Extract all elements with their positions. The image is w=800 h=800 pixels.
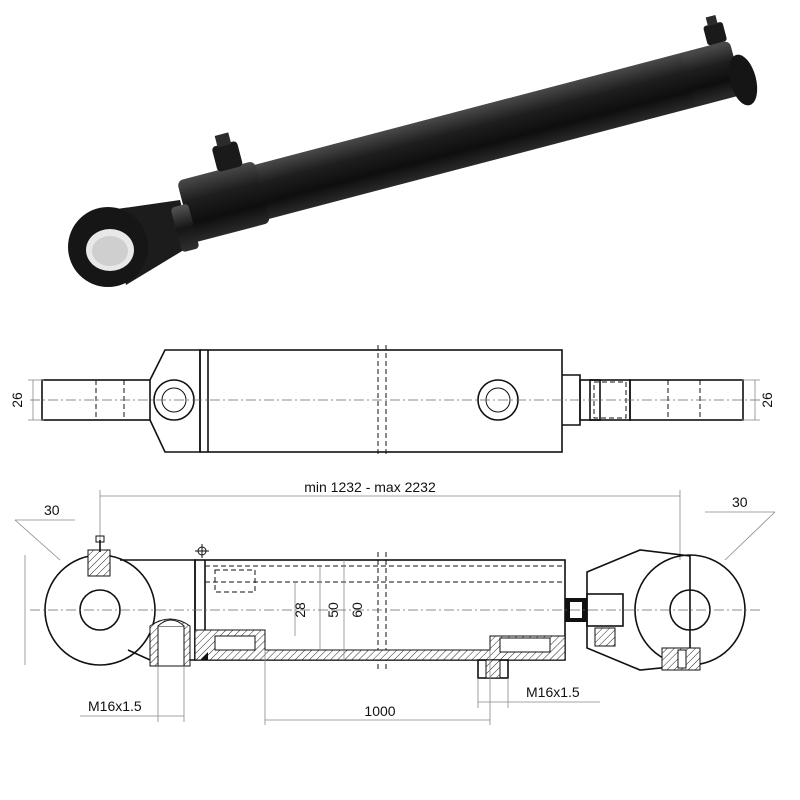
- barrel-front-collar: [178, 162, 270, 242]
- stroke-label: 1000: [364, 703, 395, 719]
- cylinder-photo: [68, 14, 758, 287]
- left-thread-label: M16x1.5: [88, 698, 142, 714]
- top-barrel: [199, 349, 563, 453]
- side-view: min 1232 - max 2232 30 30: [14, 479, 776, 725]
- top-view: 26 26: [9, 345, 775, 457]
- cylinder-barrel: [179, 41, 743, 238]
- right-thread-label: M16x1.5: [526, 684, 580, 700]
- rod-eye: [68, 200, 199, 287]
- barrel-rear-cap: [682, 43, 742, 105]
- rear-port-fitting: [703, 22, 727, 46]
- front-port-fitting: [212, 141, 243, 172]
- top-left-width-label: 26: [9, 392, 25, 408]
- top-right-width-label: 26: [759, 392, 775, 408]
- overall-length-label: min 1232 - max 2232: [304, 479, 436, 495]
- left-angle-label: 30: [44, 502, 60, 518]
- right-angle-label: 30: [732, 494, 748, 510]
- barrel-lower-section: [194, 629, 566, 661]
